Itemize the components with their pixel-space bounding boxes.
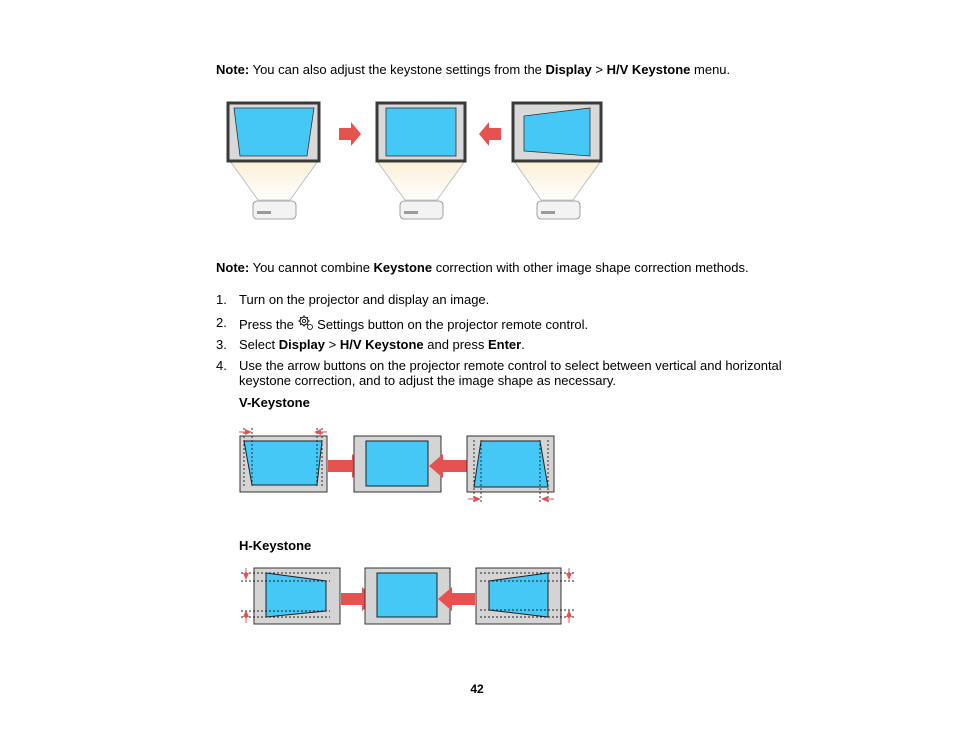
- note-text: You can also adjust the keystone setting…: [249, 62, 546, 77]
- step-number: 3.: [216, 337, 227, 352]
- note-label: Note:: [216, 62, 250, 77]
- step-number: 1.: [216, 292, 227, 307]
- arrow-right-icon: [328, 454, 366, 478]
- note-text: You cannot combine: [249, 260, 374, 275]
- v-keystone-heading: V-Keystone: [239, 395, 310, 410]
- arrow-left-icon: [438, 587, 475, 611]
- note-text-end: menu.: [690, 62, 731, 77]
- menu-hv-keystone: H/V Keystone: [606, 62, 691, 77]
- settings-gear-icon: [298, 315, 313, 330]
- screen-before-horizontal: [511, 101, 603, 220]
- keyword-keystone: Keystone: [373, 260, 433, 275]
- step-number: 2.: [216, 315, 227, 330]
- step-text-b: Settings button on the projector remote …: [313, 317, 589, 332]
- note-keystone-menu: Note: You can also adjust the keystone s…: [216, 62, 730, 78]
- menu-separator: >: [325, 337, 340, 352]
- note-text-end: correction with other image shape correc…: [432, 260, 749, 275]
- arrow-left-icon: [429, 454, 467, 478]
- page-number: 42: [470, 682, 484, 696]
- step-number: 4.: [216, 358, 227, 373]
- step-text: Select Display > H/V Keystone and press …: [239, 337, 525, 352]
- menu-display: Display: [545, 62, 592, 77]
- step-text-line1: Use the arrow buttons on the projector r…: [239, 358, 782, 373]
- step-text-b: and press: [423, 337, 488, 352]
- step-text-line2: keystone correction, and to adjust the i…: [239, 373, 616, 388]
- menu-display: Display: [278, 337, 325, 352]
- step-text-a: Select: [239, 337, 279, 352]
- arrow-right-icon: [341, 587, 376, 611]
- key-enter: Enter: [487, 337, 522, 352]
- menu-separator: >: [591, 62, 607, 77]
- step-text: Turn on the projector and display an ima…: [239, 292, 490, 307]
- step-text: Press the Settings button on the project…: [239, 315, 588, 332]
- step-text-a: Press the: [239, 317, 298, 332]
- note-keystone-combination: Note: You cannot combine Keystone correc…: [216, 260, 749, 276]
- screen-corrected: [375, 101, 467, 220]
- arrow-right-icon: [339, 122, 361, 146]
- menu-hv-keystone: H/V Keystone: [339, 337, 424, 352]
- step-text-c: .: [521, 337, 525, 352]
- h-keystone-heading: H-Keystone: [239, 538, 312, 553]
- arrow-left-icon: [479, 122, 501, 146]
- note-label: Note:: [216, 260, 250, 275]
- screen-before-vertical: [226, 101, 321, 220]
